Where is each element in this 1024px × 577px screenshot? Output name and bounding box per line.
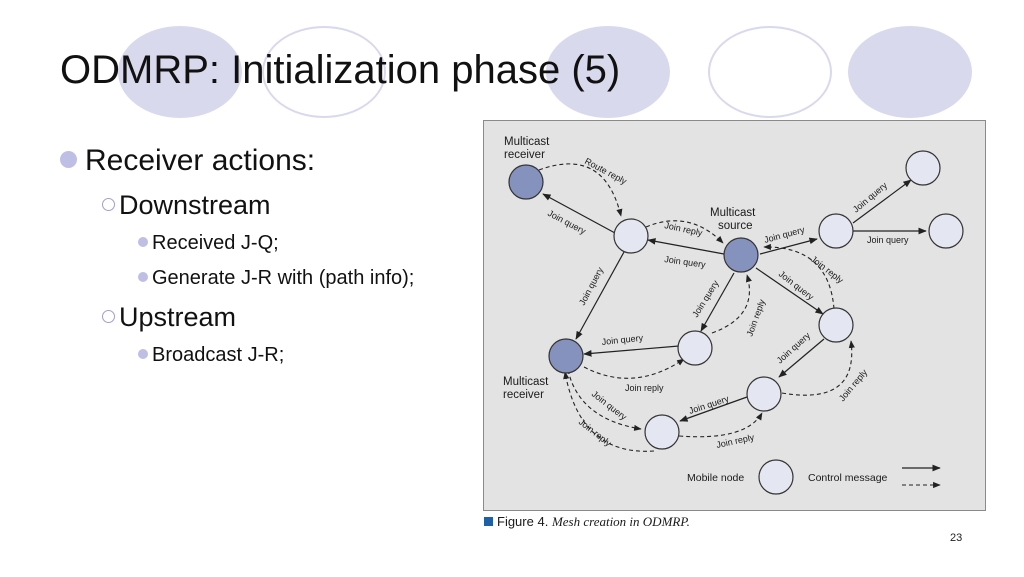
- edge-jq-source-rc3: [759, 237, 818, 255]
- edge-jq-rc5-r2: [583, 345, 680, 357]
- mobile-node-relay-7: [746, 376, 782, 412]
- bullet-text: Received J-Q;: [152, 232, 279, 254]
- legend-mobile-node-label: Mobile node: [687, 472, 744, 484]
- edge-label-jr-5: Join reply: [837, 367, 870, 403]
- edge-jr-rc1-source: [645, 220, 724, 244]
- mobile-node-upper-right-1: [905, 150, 941, 186]
- figure-caption: Figure 4. Mesh creation in ODMRP.: [484, 514, 690, 530]
- edge-jq-rc3-ur1: [852, 179, 912, 224]
- bullet-text: Receiver actions:: [85, 144, 316, 177]
- edge-jr-rc5-source: [711, 274, 752, 334]
- bullet-text: Generate J-R with (path info);: [152, 267, 415, 289]
- legend: Mobile node Control message: [687, 464, 941, 489]
- bullet-text: Downstream: [119, 190, 271, 220]
- bullet-downstream: Downstream: [102, 190, 271, 221]
- caption-text: Mesh creation in ODMRP.: [551, 514, 690, 529]
- label-source-line1: Multicast: [710, 207, 756, 219]
- edge-jr-rc6-r2: [563, 371, 655, 452]
- mobile-node-upper-right-2: [928, 213, 964, 249]
- label-receiver-bottom-line1: Multicast: [503, 376, 549, 388]
- edge-label-jq-9: Join query: [601, 333, 644, 347]
- caption-label: Figure 4.: [497, 514, 549, 529]
- edge-label-jq-4: Join query: [851, 180, 890, 215]
- edge-label-jq-1: Join query: [546, 208, 588, 237]
- edge-label-jq-7: Join query: [577, 265, 606, 307]
- bullet-text: Broadcast J-R;: [152, 344, 285, 366]
- receiver-node-bottom: [548, 338, 584, 374]
- edge-jq-rc4-rc7: [778, 338, 825, 378]
- mobile-node-relay-6: [644, 414, 680, 450]
- edge-jq-source-rc1: [647, 238, 725, 255]
- decor-circle-3: [546, 26, 670, 118]
- receiver-node-top: [508, 164, 544, 200]
- edge-jq-rc7-rc6: [679, 396, 748, 422]
- slide-title: ODMRP: Initialization phase (5): [60, 48, 621, 92]
- bullet-marker-icon: [138, 237, 148, 247]
- label-source-line2: source: [718, 220, 753, 232]
- mobile-node-relay-3: [818, 213, 854, 249]
- mobile-node-relay-1: [613, 218, 649, 254]
- bullet-marker-icon: [138, 272, 148, 282]
- edge-label-jq-5: Join query: [867, 235, 909, 245]
- edge-jq-source-rc5: [700, 272, 735, 332]
- bullet-marker-icon: [60, 151, 77, 168]
- edge-label-jq-11: Join query: [688, 393, 731, 415]
- hollow-bullet-icon: [102, 198, 115, 211]
- label-receiver-top-line1: Multicast: [504, 136, 550, 148]
- bullet-receiver-actions: Receiver actions:: [60, 144, 315, 178]
- hollow-bullet-icon: [102, 310, 115, 323]
- page-number: 23: [950, 532, 963, 544]
- edge-label-jq-3: Join query: [763, 224, 806, 245]
- caption-square-icon: [484, 517, 493, 526]
- edge-jq-rc1-r1: [542, 193, 616, 234]
- edge-label-jq-10: Join query: [775, 330, 813, 366]
- label-receiver-top-line2: receiver: [504, 149, 545, 161]
- edge-label-jr-4: Join reply: [625, 383, 664, 393]
- edge-label-jq-8: Join query: [690, 278, 721, 319]
- edge-jr-rc7-rc4: [781, 340, 855, 396]
- bullet-marker-icon: [138, 349, 148, 359]
- edge-label-jr-3: Join reply: [744, 298, 767, 338]
- bullet-received-jq: Received J-Q;: [138, 232, 279, 255]
- edge-jr-r2-rc5: [583, 358, 685, 379]
- bullet-upstream: Upstream: [102, 302, 236, 333]
- decor-circle-4: [708, 26, 832, 118]
- edge-jr-rc4-source: [763, 243, 835, 310]
- decor-circle-2: [262, 26, 386, 118]
- legend-control-message-label: Control message: [808, 472, 888, 484]
- bullet-generate-jr: Generate J-R with (path info);: [138, 267, 414, 290]
- bullet-broadcast-jr: Broadcast J-R;: [138, 344, 284, 367]
- edge-label-jq-6: Join query: [777, 269, 816, 303]
- edge-label-jr-6: Join reply: [577, 417, 614, 449]
- edge-jq-r2-rc6: [567, 369, 642, 431]
- source-node: [723, 237, 759, 273]
- edge-jq-rc1-r2: [575, 251, 625, 340]
- decor-circle-1: [118, 26, 242, 118]
- edge-label-jq-12: Join query: [590, 389, 629, 423]
- mesh-diagram: Multicast receiver Multicast source Mult…: [503, 136, 964, 495]
- mesh-diagram-figure: Multicast receiver Multicast source Mult…: [483, 120, 986, 511]
- legend-node-icon: [758, 459, 794, 495]
- label-receiver-bottom-line2: receiver: [503, 389, 544, 401]
- edge-jq-source-rc4: [755, 267, 824, 315]
- bullet-text: Upstream: [119, 302, 237, 332]
- edge-label-jq-2: Join query: [664, 254, 707, 270]
- edge-route-reply: [538, 163, 623, 217]
- mobile-node-relay-5: [677, 330, 713, 366]
- decor-circle-5: [848, 26, 972, 118]
- edge-label-jr-1: Join reply: [664, 220, 704, 238]
- mobile-node-relay-4: [818, 307, 854, 343]
